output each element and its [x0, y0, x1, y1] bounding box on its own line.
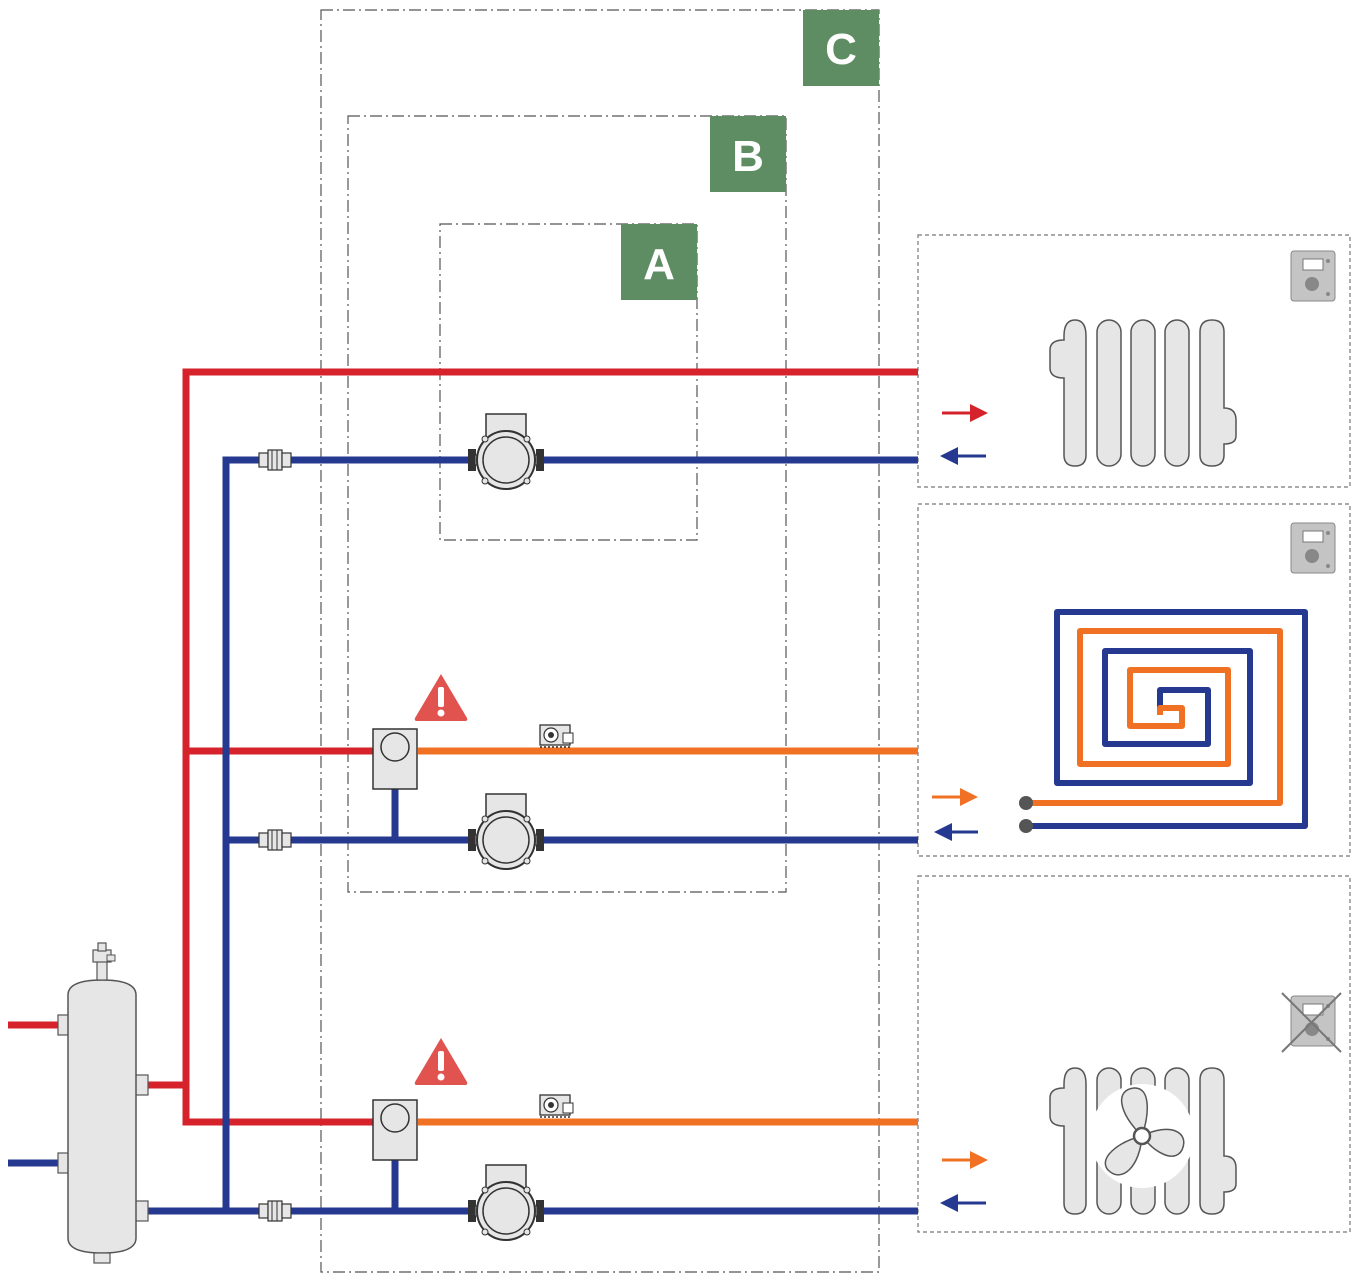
circulation-pump-icon — [467, 413, 545, 490]
room-thermostat-icon — [1290, 250, 1336, 302]
three-way-mixing-valve-icon — [372, 728, 418, 790]
room-thermostat-icon — [1290, 522, 1336, 574]
circulation-pump-icon — [467, 793, 545, 870]
circulation-pump-icon — [467, 1164, 545, 1241]
flow-arrow-return-icon — [934, 823, 978, 841]
zone-badge-a: A — [621, 224, 697, 300]
zone-label-c: C — [825, 25, 857, 74]
check-valve-icon — [258, 829, 292, 851]
zone-badge-c: C — [803, 10, 879, 86]
underfloor-heating-coil-icon — [1019, 609, 1308, 833]
warning-triangle-icon — [414, 1038, 468, 1085]
flow-arrow-supply-icon — [942, 1151, 988, 1169]
zone-boundary-c — [320, 9, 880, 1273]
hydraulic-separator-icon — [57, 942, 149, 1264]
return-pipes — [8, 456, 918, 1215]
zone-badge-b: B — [710, 116, 786, 192]
fan-coil-unit-icon — [1049, 1067, 1237, 1215]
valve-actuator-icon — [539, 724, 574, 748]
supply-pipes — [8, 368, 918, 1126]
flow-arrow-supply-icon — [942, 404, 988, 422]
flow-arrow-return-icon — [940, 1194, 986, 1212]
check-valve-icon — [258, 1200, 292, 1222]
radiator-circuit-box — [917, 234, 1351, 488]
warning-triangle-icon — [414, 674, 468, 721]
flow-arrow-return-icon — [940, 447, 986, 465]
zone-label-b: B — [732, 132, 764, 181]
valve-actuator-icon — [539, 1094, 574, 1118]
room-thermostat-disabled-icon — [1281, 992, 1342, 1053]
zone-label-a: A — [643, 240, 675, 289]
zone-boundary-b — [347, 115, 787, 893]
radiator-icon — [1049, 319, 1237, 467]
fan-coil-circuit-box — [917, 875, 1351, 1233]
mixed-supply-pipes — [418, 747, 918, 1126]
three-way-mixing-valve-icon — [372, 1099, 418, 1161]
check-valve-icon — [258, 449, 292, 471]
flow-arrow-supply-icon — [932, 788, 978, 806]
